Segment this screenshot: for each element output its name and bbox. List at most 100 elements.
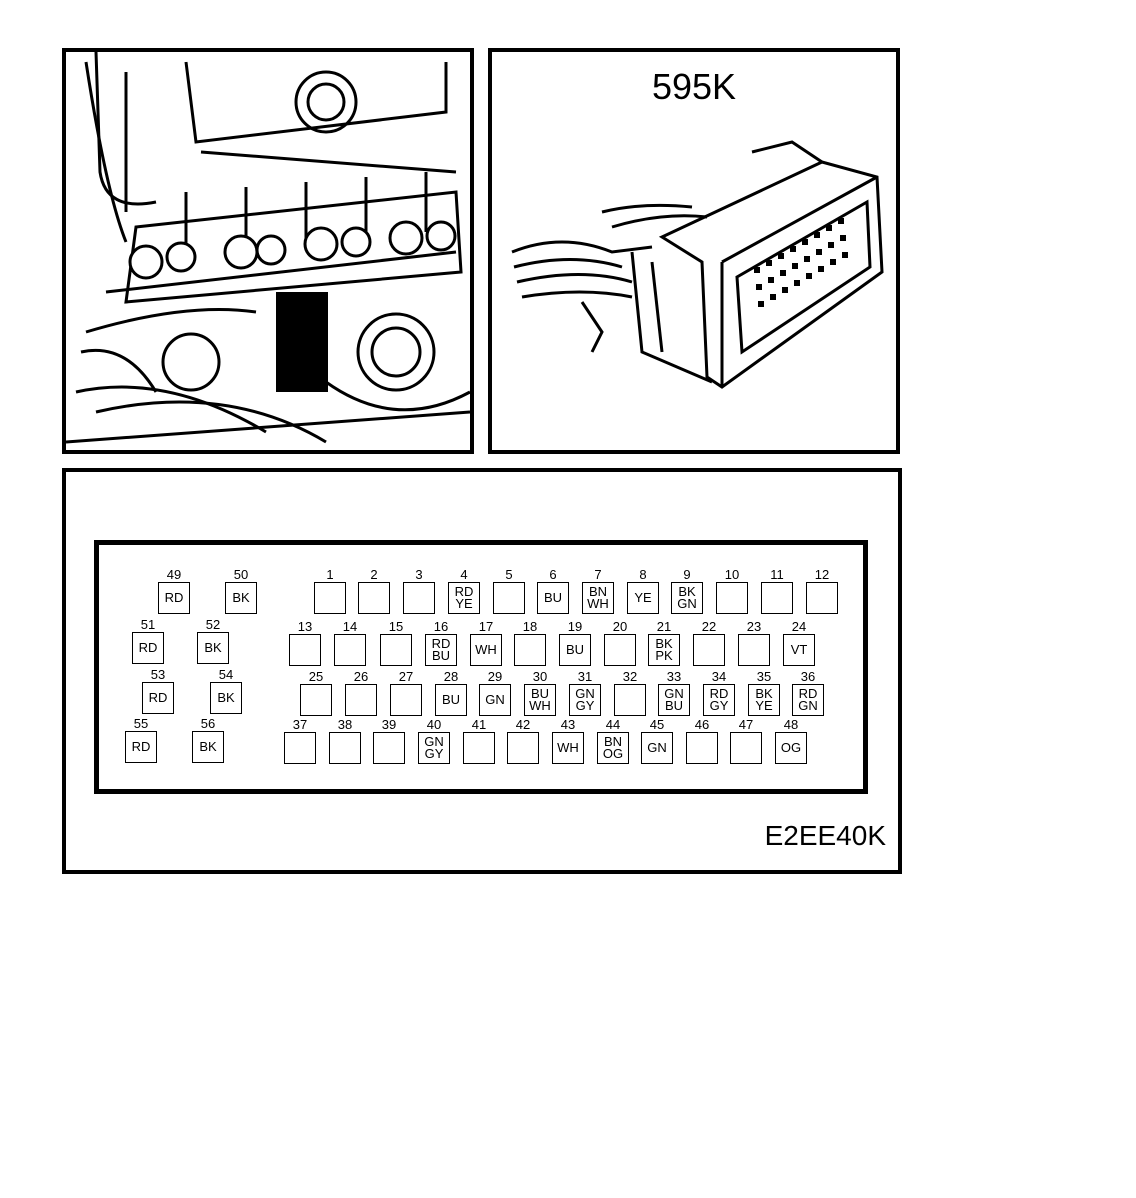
pin-number: 10 bbox=[724, 567, 740, 582]
pin-number: 29 bbox=[487, 669, 503, 684]
pin-number: 51 bbox=[140, 617, 156, 632]
pin-wire-color: YE bbox=[627, 582, 659, 614]
pin-wire-color: BU bbox=[537, 582, 569, 614]
pin-wire-color: RD bbox=[132, 632, 164, 664]
pin-number: 4 bbox=[460, 567, 468, 582]
pin-wire-color bbox=[716, 582, 748, 614]
pin-15: 15 bbox=[380, 620, 412, 668]
pin-14: 14 bbox=[334, 620, 366, 668]
pin-39: 39 bbox=[373, 718, 405, 766]
pin-number: 1 bbox=[326, 567, 334, 582]
pin-number: 6 bbox=[549, 567, 557, 582]
pin-number: 48 bbox=[783, 717, 799, 732]
pin-number: 37 bbox=[292, 717, 308, 732]
pin-number: 16 bbox=[433, 619, 449, 634]
pin-number: 34 bbox=[711, 669, 727, 684]
pin-1: 1 bbox=[314, 568, 346, 616]
pin-number: 38 bbox=[337, 717, 353, 732]
pin-number: 18 bbox=[522, 619, 538, 634]
pin-27: 27 bbox=[390, 670, 422, 718]
pin-number: 22 bbox=[701, 619, 717, 634]
pin-wire-color bbox=[284, 732, 316, 764]
pin-number: 49 bbox=[166, 567, 182, 582]
pin-number: 27 bbox=[398, 669, 414, 684]
pin-47: 47 bbox=[730, 718, 762, 766]
pin-wire-color: VT bbox=[783, 634, 815, 666]
pin-number: 13 bbox=[297, 619, 313, 634]
pin-wire-color bbox=[761, 582, 793, 614]
pin-wire-color: OG bbox=[775, 732, 807, 764]
pin-number: 56 bbox=[200, 716, 216, 731]
pin-number: 19 bbox=[567, 619, 583, 634]
pin-wire-color bbox=[358, 582, 390, 614]
pin-wire-color bbox=[300, 684, 332, 716]
pin-wire-color bbox=[373, 732, 405, 764]
pin-wire-color bbox=[314, 582, 346, 614]
pin-number: 36 bbox=[800, 669, 816, 684]
pin-wire-color bbox=[345, 684, 377, 716]
pin-wire-color: WH bbox=[552, 732, 584, 764]
engine-illustration bbox=[66, 52, 470, 444]
connector-illustration bbox=[511, 140, 884, 389]
pin-number: 23 bbox=[746, 619, 762, 634]
pin-wire-color bbox=[514, 634, 546, 666]
pin-number: 55 bbox=[133, 716, 149, 731]
pin-23: 23 bbox=[738, 620, 770, 668]
pin-number: 33 bbox=[666, 669, 682, 684]
pin-number: 42 bbox=[515, 717, 531, 732]
pin-number: 44 bbox=[605, 717, 621, 732]
pin-32: 32 bbox=[614, 670, 646, 718]
connector-title: 595K bbox=[651, 66, 737, 107]
pin-20: 20 bbox=[604, 620, 636, 668]
pin-wire-color bbox=[686, 732, 718, 764]
pin-number: 26 bbox=[353, 669, 369, 684]
pin-number: 14 bbox=[342, 619, 358, 634]
pin-number: 28 bbox=[443, 669, 459, 684]
pin-wire-color bbox=[390, 684, 422, 716]
pin-number: 50 bbox=[233, 567, 249, 582]
pin-wire-color: GN BU bbox=[658, 684, 690, 716]
pin-wire-color: BU bbox=[559, 634, 591, 666]
pin-number: 12 bbox=[814, 567, 830, 582]
pin-wire-color: BK bbox=[192, 731, 224, 763]
pin-wire-color bbox=[289, 634, 321, 666]
pin-number: 2 bbox=[370, 567, 378, 582]
pin-wire-color: GN bbox=[641, 732, 673, 764]
pin-wire-color bbox=[738, 634, 770, 666]
pin-number: 53 bbox=[150, 667, 166, 682]
pin-number: 47 bbox=[738, 717, 754, 732]
pin-wire-color: BK bbox=[225, 582, 257, 614]
pin-26: 26 bbox=[345, 670, 377, 718]
pin-10: 10 bbox=[716, 568, 748, 616]
pin-wire-color bbox=[463, 732, 495, 764]
pin-46: 46 bbox=[686, 718, 718, 766]
connector-picture-panel: 595K bbox=[488, 48, 900, 454]
pin-wire-color: BN OG bbox=[597, 732, 629, 764]
pin-wire-color: GN GY bbox=[569, 684, 601, 716]
pin-number: 41 bbox=[471, 717, 487, 732]
pin-number: 15 bbox=[388, 619, 404, 634]
pin-number: 21 bbox=[656, 619, 672, 634]
pin-number: 20 bbox=[612, 619, 628, 634]
connector-face-outline bbox=[94, 540, 868, 794]
pin-41: 41 bbox=[463, 718, 495, 766]
